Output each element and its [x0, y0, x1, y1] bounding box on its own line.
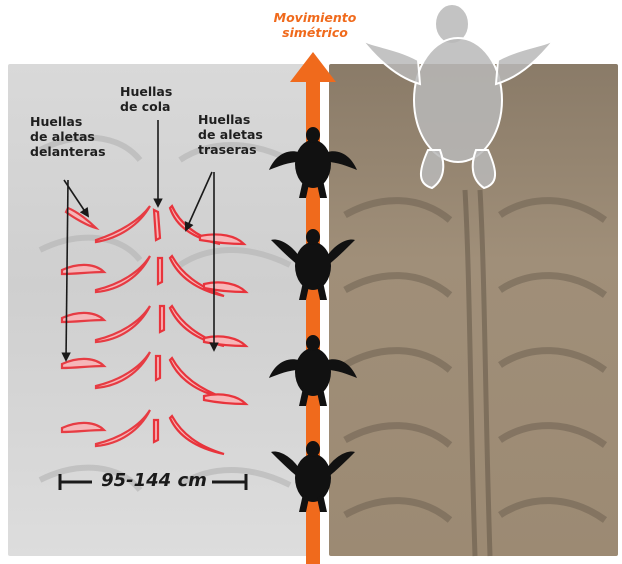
turtle-silhouette-1 — [269, 127, 357, 198]
measurement-label: 95-144 cm — [94, 471, 214, 491]
turtle-silhouette-3 — [269, 335, 357, 406]
rear-flipper-tracks-label: Huellas de aletas traseras — [198, 112, 263, 157]
turtle-silhouette-4 — [271, 441, 355, 512]
large-turtle-outline — [362, 4, 554, 188]
rear-label-line-1: Huellas — [198, 112, 263, 127]
motion-label-line-2: simétrico — [250, 25, 380, 40]
front-label-line-3: delanteras — [30, 144, 106, 159]
right-center-drag-line — [465, 190, 490, 556]
tail-label-line-2: de cola — [120, 99, 172, 114]
highlighted-rear-flipper-tracks — [170, 206, 246, 454]
highlighted-tail-tracks — [154, 210, 164, 442]
motion-label-line-1: Movimiento — [250, 10, 380, 25]
tail-label-line-1: Huellas — [120, 84, 172, 99]
front-flipper-tracks-label: Huellas de aletas delanteras — [30, 114, 106, 159]
symmetric-motion-label: Movimiento simétrico — [250, 10, 380, 40]
front-label-line-2: de aletas — [30, 129, 106, 144]
rear-label-line-3: traseras — [198, 142, 263, 157]
tail-tracks-label: Huellas de cola — [120, 84, 172, 114]
rear-label-line-2: de aletas — [198, 127, 263, 142]
front-label-line-1: Huellas — [30, 114, 106, 129]
